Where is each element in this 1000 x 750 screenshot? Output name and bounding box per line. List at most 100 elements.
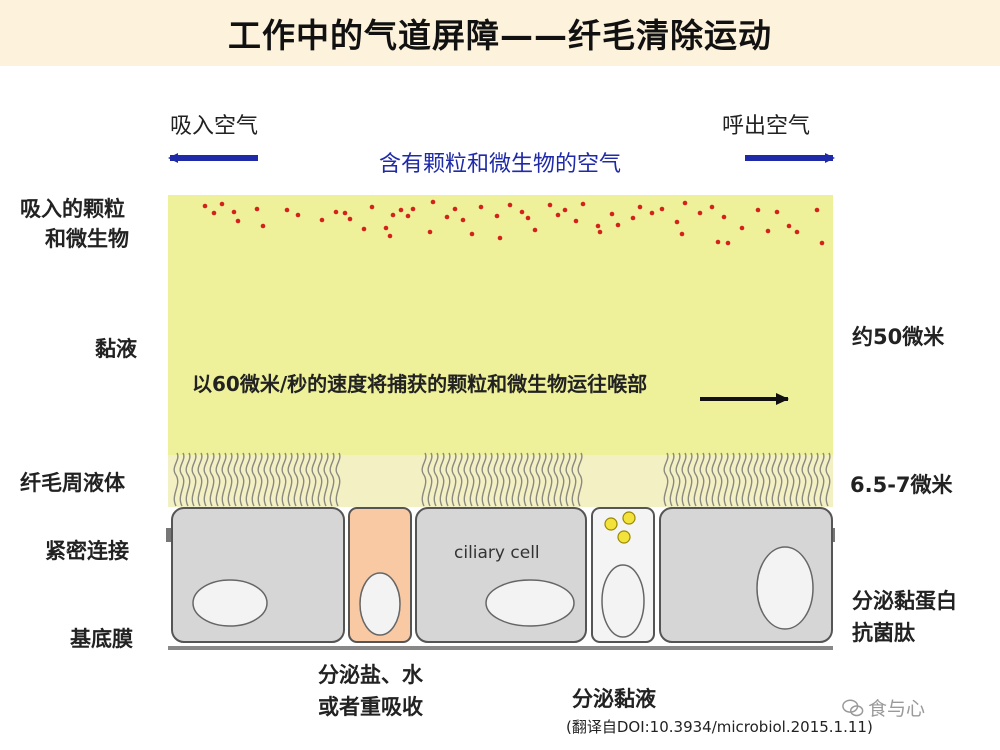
cilium	[729, 452, 735, 507]
mucus-granule	[617, 530, 631, 544]
cilium	[263, 452, 269, 507]
particle	[715, 239, 721, 245]
cilium	[663, 452, 669, 507]
cilium	[191, 452, 197, 507]
cilium	[317, 452, 323, 507]
cilium	[475, 452, 481, 507]
particle	[361, 226, 367, 232]
particle	[674, 219, 680, 225]
cilium	[819, 452, 825, 507]
cilium	[227, 452, 233, 507]
secrete-mucus-label: 分泌黏液	[572, 687, 656, 711]
particle	[427, 229, 433, 235]
cilium	[433, 452, 439, 507]
particle	[765, 228, 771, 234]
particle	[390, 212, 396, 218]
page-title: 工作中的气道屏障——纤毛清除运动	[228, 16, 772, 55]
particle	[219, 201, 225, 207]
cilium	[559, 452, 565, 507]
particle	[398, 207, 404, 213]
cilium	[233, 452, 239, 507]
particle	[387, 233, 393, 239]
particle	[497, 235, 503, 241]
cilium	[275, 452, 281, 507]
cilium	[807, 452, 813, 507]
cilium	[463, 452, 469, 507]
cilium	[481, 452, 487, 507]
title-bar: 工作中的气道屏障——纤毛清除运动	[0, 0, 1000, 66]
cilium	[711, 452, 717, 507]
cilium	[427, 452, 433, 507]
cilium	[705, 452, 711, 507]
particle	[231, 209, 237, 215]
cilium	[765, 452, 771, 507]
particle	[682, 200, 688, 206]
cilium	[299, 452, 305, 507]
cilium	[783, 452, 789, 507]
cilium	[323, 452, 329, 507]
particle	[547, 202, 553, 208]
cilium	[173, 452, 179, 507]
particle	[637, 204, 643, 210]
cilium	[759, 452, 765, 507]
periciliary-thickness-label: 6.5-7微米	[850, 473, 953, 497]
cilium	[669, 452, 675, 507]
particle	[525, 215, 531, 221]
cilium	[813, 452, 819, 507]
cilium	[293, 452, 299, 507]
particle	[814, 207, 820, 213]
secrete-mucin-label-line1: 分泌黏蛋白	[852, 589, 957, 613]
particle	[430, 199, 436, 205]
cilium	[257, 452, 263, 507]
particle	[202, 203, 208, 209]
ciliary-cell-right	[659, 507, 833, 643]
cilium	[535, 452, 541, 507]
particle	[709, 204, 715, 210]
particle	[211, 210, 217, 216]
particle	[444, 214, 450, 220]
cilium	[335, 452, 341, 507]
cilium	[445, 452, 451, 507]
particle	[739, 225, 745, 231]
particle	[284, 207, 290, 213]
cilium	[179, 452, 185, 507]
cilium	[311, 452, 317, 507]
particle	[555, 212, 561, 218]
particle	[383, 225, 389, 231]
cilium	[329, 452, 335, 507]
particles	[202, 199, 825, 246]
tight-junction-marker	[166, 528, 171, 542]
cilium	[693, 452, 699, 507]
cilium	[675, 452, 681, 507]
cilium	[547, 452, 553, 507]
cilium	[577, 452, 583, 507]
particle	[254, 206, 260, 212]
cilium	[789, 452, 795, 507]
cilium	[251, 452, 257, 507]
cilium	[469, 452, 475, 507]
particle	[405, 213, 411, 219]
particle	[410, 206, 416, 212]
cilium	[197, 452, 203, 507]
citation: (翻译自DOI:10.3934/microbiol.2015.1.11)	[566, 718, 873, 736]
cilium	[771, 452, 777, 507]
particle	[786, 223, 792, 229]
particle	[235, 218, 241, 224]
particle	[260, 223, 266, 229]
particle	[573, 218, 579, 224]
secrete-mucin-label-line2: 抗菌肽	[852, 621, 915, 645]
cilium	[421, 452, 427, 507]
particle	[609, 211, 615, 217]
ciliary-cell-label: ciliary cell	[454, 543, 540, 563]
mucus-granule	[604, 517, 618, 531]
ionocyte-cell	[348, 507, 412, 643]
particle	[494, 213, 500, 219]
particle	[369, 204, 375, 210]
exhale-label: 呼出空气	[722, 114, 811, 139]
mucus-label: 黏液	[95, 337, 137, 361]
particle	[595, 223, 601, 229]
cilium	[305, 452, 311, 507]
particle	[562, 207, 568, 213]
periciliary-label: 纤毛周液体	[20, 471, 125, 495]
cilium	[269, 452, 275, 507]
